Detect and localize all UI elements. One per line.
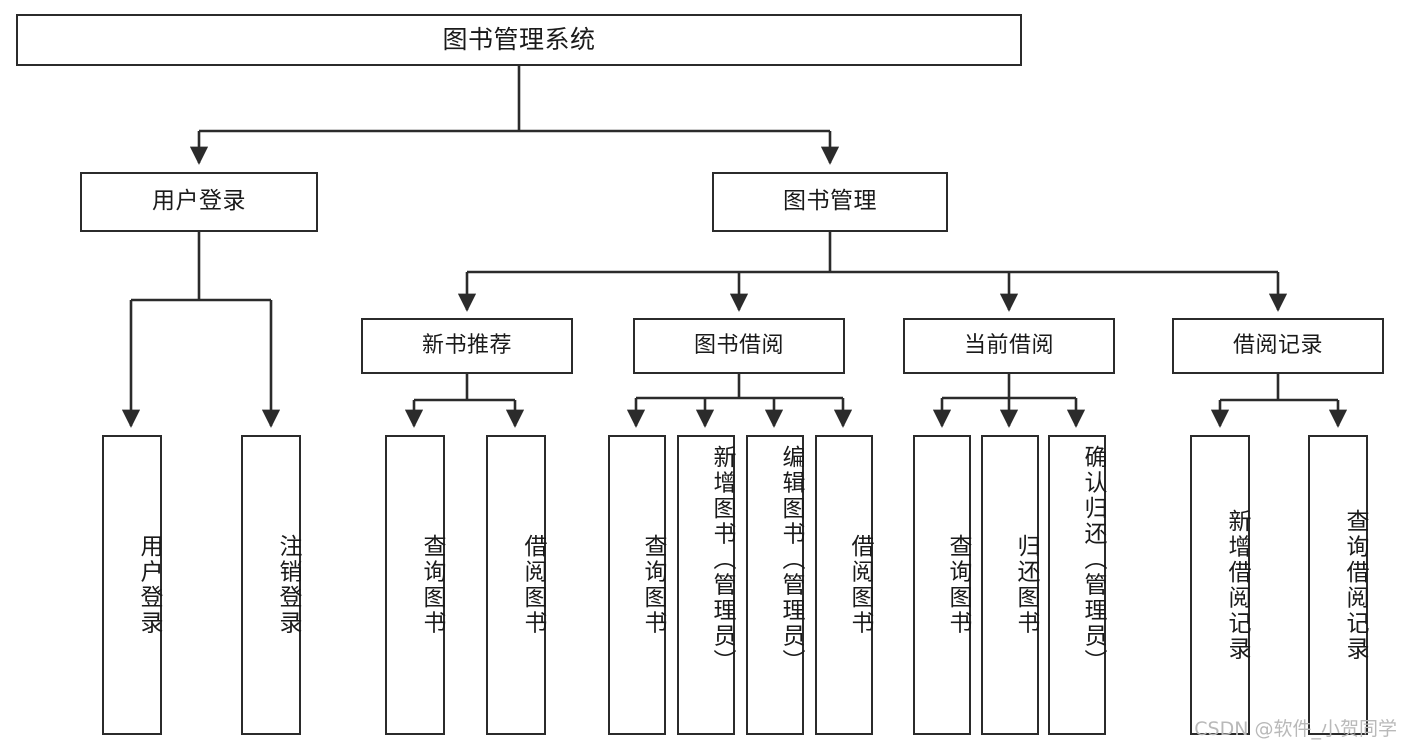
leaf-current-borrow-confirm[interactable]: 确认归还（管理员）: [1048, 435, 1106, 735]
node-user-login[interactable]: 用户登录: [80, 172, 318, 232]
watermark-text: CSDN @软件_小贺同学: [1194, 718, 1397, 740]
leaf-borrow-record-query-label: 查询借阅记录: [1342, 508, 1368, 662]
leaf-current-borrow-return-label: 归还图书: [1013, 534, 1039, 636]
node-current-borrow[interactable]: 当前借阅: [903, 318, 1115, 374]
node-book-management-label: 图书管理: [783, 188, 877, 215]
leaf-user-login-logout-label: 注销登录: [275, 534, 301, 636]
leaf-borrow-record-add[interactable]: 新增借阅记录: [1190, 435, 1250, 735]
node-current-borrow-label: 当前借阅: [963, 332, 1054, 358]
leaf-new-book-borrow-label: 借阅图书: [520, 534, 546, 636]
leaf-current-borrow-return[interactable]: 归还图书: [981, 435, 1039, 735]
leaf-new-book-query[interactable]: 查询图书: [385, 435, 445, 735]
node-book-borrow-label: 图书借阅: [693, 332, 784, 358]
node-book-borrow[interactable]: 图书借阅: [633, 318, 845, 374]
leaf-book-borrow-query[interactable]: 查询图书: [608, 435, 666, 735]
leaf-borrow-record-query[interactable]: 查询借阅记录: [1308, 435, 1368, 735]
node-borrow-record-label: 借阅记录: [1232, 332, 1323, 358]
leaf-borrow-record-add-label: 新增借阅记录: [1224, 508, 1250, 662]
leaf-book-borrow-query-label: 查询图书: [640, 534, 666, 636]
node-new-book-recommend[interactable]: 新书推荐: [361, 318, 573, 374]
leaf-current-borrow-confirm-label: 确认归还（管理员）: [1080, 445, 1106, 675]
leaf-book-borrow-borrow[interactable]: 借阅图书: [815, 435, 873, 735]
node-new-book-recommend-label: 新书推荐: [421, 332, 512, 358]
node-book-management[interactable]: 图书管理: [712, 172, 948, 232]
leaf-book-borrow-borrow-label: 借阅图书: [847, 534, 873, 636]
node-user-login-label: 用户登录: [152, 188, 246, 215]
leaf-book-borrow-edit-label: 编辑图书（管理员）: [778, 445, 804, 675]
leaf-new-book-borrow[interactable]: 借阅图书: [486, 435, 546, 735]
leaf-user-login-login[interactable]: 用户登录: [102, 435, 162, 735]
leaf-user-login-logout[interactable]: 注销登录: [241, 435, 301, 735]
node-root-label: 图书管理系统: [442, 25, 596, 54]
leaf-book-borrow-edit[interactable]: 编辑图书（管理员）: [746, 435, 804, 735]
leaf-new-book-query-label: 查询图书: [419, 534, 445, 636]
leaf-user-login-login-label: 用户登录: [136, 534, 162, 636]
node-root[interactable]: 图书管理系统: [16, 14, 1022, 66]
leaf-current-borrow-query[interactable]: 查询图书: [913, 435, 971, 735]
leaf-book-borrow-add-label: 新增图书（管理员）: [709, 445, 735, 675]
node-borrow-record[interactable]: 借阅记录: [1172, 318, 1384, 374]
leaf-book-borrow-add[interactable]: 新增图书（管理员）: [677, 435, 735, 735]
leaf-current-borrow-query-label: 查询图书: [945, 534, 971, 636]
